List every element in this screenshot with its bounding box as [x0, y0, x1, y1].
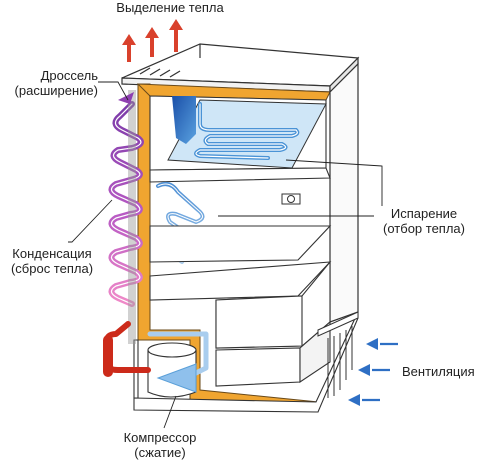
leader-lines	[68, 81, 383, 429]
throttle-arrow	[118, 92, 134, 104]
heat-release-arrows	[122, 19, 183, 62]
thermostat-knob	[281, 193, 301, 205]
evaporation-subtitle: (отбор тепла)	[383, 221, 465, 236]
ventilation-arrows	[348, 338, 398, 406]
crisper-drawers	[215, 260, 331, 387]
condensation-title: Конденсация	[12, 246, 92, 261]
ventilation-text: Вентиляция	[402, 364, 475, 379]
heat-release-text: Выделение тепла	[116, 0, 224, 15]
vent-grille	[317, 311, 359, 398]
shelves	[149, 225, 332, 301]
compressor-title: Компрессор	[123, 430, 197, 445]
condensation-label: Конденсация (сброс тепла)	[0, 246, 104, 276]
throttle-title: Дроссель	[40, 68, 98, 83]
evaporator-coil-highlight	[195, 103, 298, 159]
evaporator-block	[172, 96, 196, 144]
compressor-label: Компрессор (сжатие)	[100, 430, 220, 460]
throttle-label: Дроссель (расширение)	[0, 68, 98, 98]
evaporation-title: Испарение	[390, 206, 458, 221]
condensation-subtitle: (сброс тепла)	[10, 261, 94, 276]
compressor-flow-arrow	[156, 363, 197, 393]
top-grille	[139, 67, 181, 78]
suction-line	[147, 331, 209, 379]
condenser-coil-highlight	[110, 103, 142, 305]
cabinet-top	[121, 43, 360, 94]
heat-release-label: Выделение тепла	[90, 0, 250, 15]
cabinet-back-shadow	[128, 90, 136, 344]
evaporation-label: Испарение (отбор тепла)	[368, 206, 480, 236]
throttle-subtitle: (расширение)	[14, 83, 98, 98]
ventilation-label: Вентиляция	[402, 364, 482, 379]
compressor-subtitle: (сжатие)	[134, 445, 186, 460]
